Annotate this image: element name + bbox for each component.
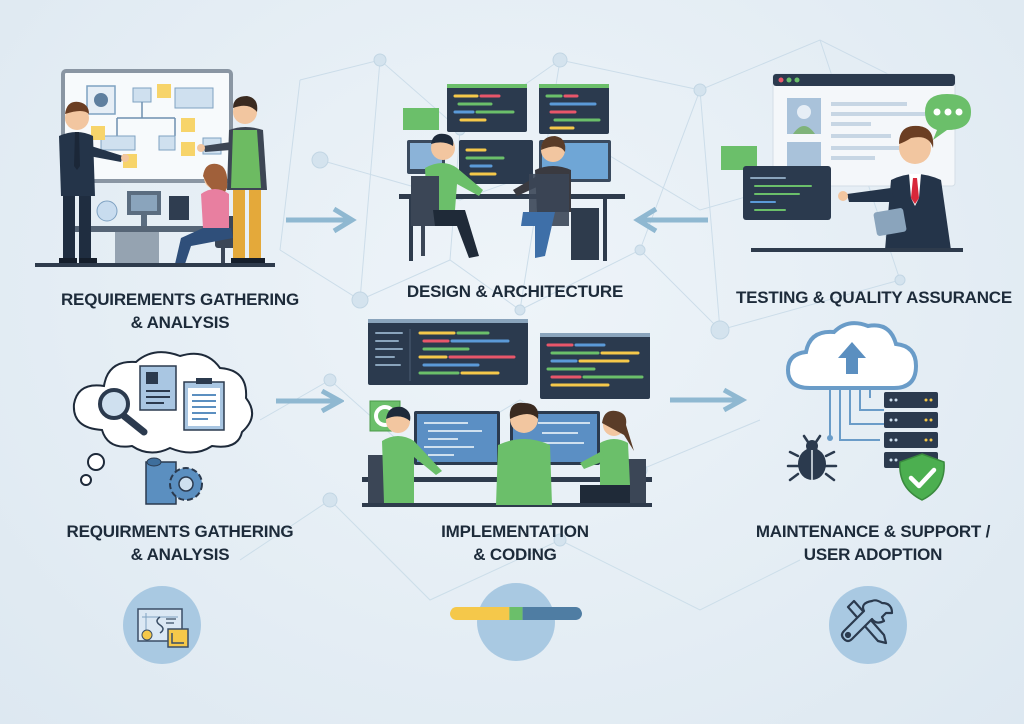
progress-segment-0 [450, 607, 510, 620]
arrow-left-testing-to-design [633, 206, 708, 234]
arrow-right-requirements-to-design [286, 206, 357, 234]
label-line: & ANALYSIS [130, 313, 230, 332]
code-monitor-small [540, 333, 650, 399]
wrench-icon [840, 599, 894, 643]
shield-check-icon [899, 453, 945, 501]
progress-segments [450, 607, 582, 620]
stage-label-testing: TESTING & QUALITY ASSURANCE [724, 286, 1024, 309]
stage-label-design: DESIGN & ARCHITECTURE [370, 280, 660, 303]
stage-label-requirements-bottom: REQUIRMENTS GATHERING & ANALYSIS [30, 520, 330, 566]
label-line: USER ADOPTION [803, 545, 943, 564]
developer-left [368, 406, 442, 503]
resume-document-icon [139, 365, 177, 411]
stage-label-implementation: IMPLEMENTATION & CODING [415, 520, 615, 566]
desk [399, 194, 625, 199]
label-line: & CODING [473, 545, 557, 564]
developer-green-shirt [411, 133, 483, 258]
presenter-man [838, 125, 951, 250]
tools-icon [829, 586, 907, 664]
code-monitor-large [368, 319, 528, 385]
developer-dark-shirt [513, 136, 571, 258]
stage-label-maintenance: MAINTENANCE & SUPPORT / USER ADOPTION [728, 520, 1018, 566]
screwdriver-icon [846, 599, 888, 645]
upload-arrow-icon [838, 342, 866, 374]
label-line: REQUIREMENTS GATHERING [60, 290, 300, 309]
desk-monitor [459, 140, 533, 184]
label-line: DESIGN & ARCHITECTURE [406, 282, 624, 301]
progress-bar-icon [450, 583, 582, 661]
scene-presenter-with-tablet [721, 73, 971, 252]
label-line: & ANALYSIS [130, 545, 230, 564]
desk [70, 191, 220, 266]
scene-team-at-whiteboard [35, 69, 275, 267]
label-line: TESTING & QUALITY ASSURANCE [735, 288, 1013, 307]
blueprint-icon [123, 586, 201, 664]
scene-three-developers [362, 319, 652, 507]
bug-icon [786, 434, 838, 482]
window-max-dot [794, 77, 800, 83]
label-line: MAINTENANCE & SUPPORT / [755, 522, 991, 541]
green-note-card [403, 108, 439, 130]
developer-center [496, 402, 552, 505]
clipboard-icon [183, 378, 225, 431]
man-in-suit [59, 101, 129, 263]
scene-two-developers [399, 84, 625, 261]
tablet [873, 208, 907, 236]
magnifier-icon [98, 388, 148, 436]
arrow-right-requirements-to-implementation [276, 388, 344, 414]
code-monitor [539, 84, 609, 134]
arrow-right-implementation-to-maintenance [670, 387, 748, 413]
progress-segment-1 [509, 607, 523, 620]
stage-label-requirements-top: REQUIREMENTS GATHERING & ANALYSIS [30, 288, 330, 334]
window-close-dot [778, 77, 784, 83]
scene-thought-cloud [72, 351, 253, 505]
label-line: REQUIRMENTS GATHERING [66, 522, 294, 541]
floor-line [35, 263, 275, 267]
developer-right [580, 410, 646, 503]
man-in-green-vest [197, 96, 267, 263]
scene-cloud-servers-shield [785, 321, 945, 501]
chat-bubble-icon [925, 94, 971, 140]
label-line: IMPLEMENTATION [441, 522, 589, 541]
code-monitor [447, 84, 527, 132]
window-min-dot [786, 77, 792, 83]
blueprint-gear-icon [145, 457, 203, 505]
progress-segment-2 [522, 607, 582, 620]
